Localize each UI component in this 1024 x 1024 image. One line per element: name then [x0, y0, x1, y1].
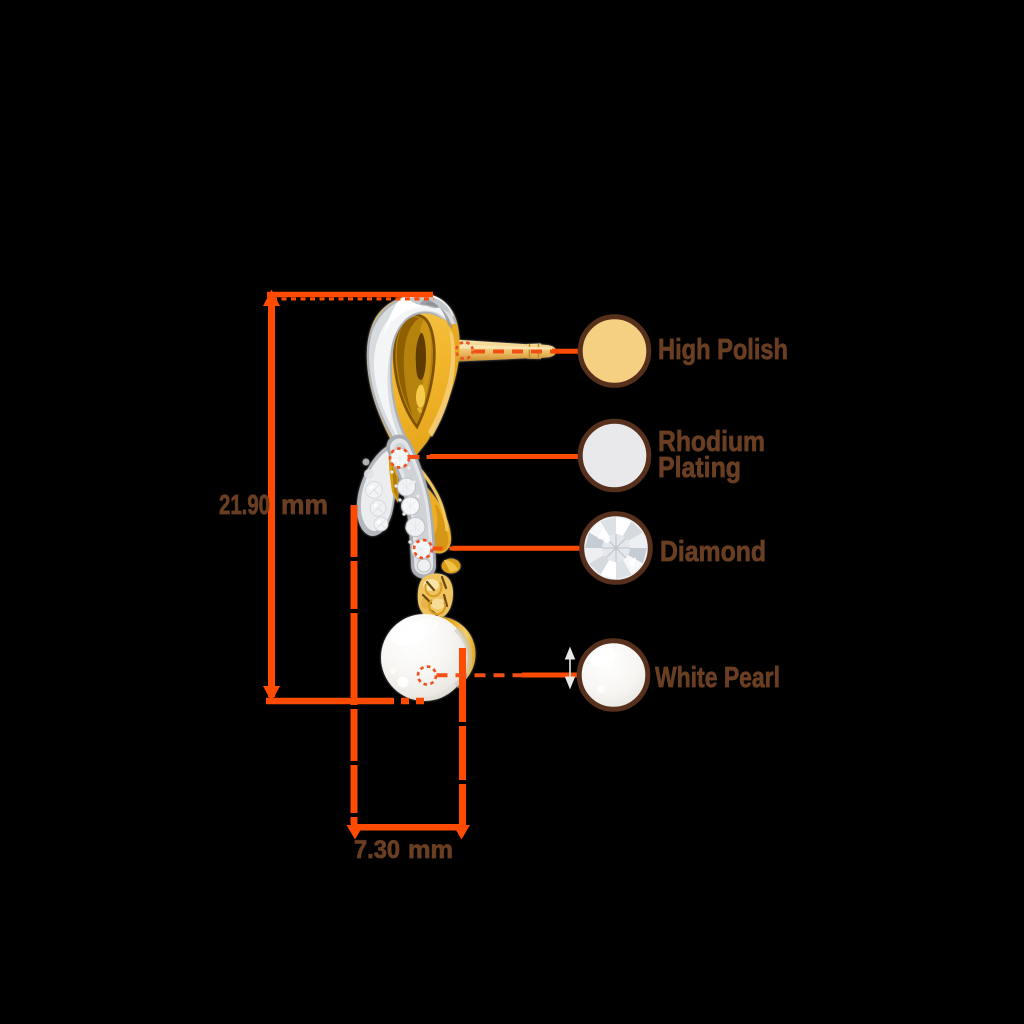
svg-text:White Pearl: White Pearl [655, 662, 780, 694]
svg-text:mm: mm [408, 836, 453, 864]
svg-text:Plating: Plating [658, 452, 741, 484]
svg-text:7.30: 7.30 [354, 836, 400, 864]
svg-text:High Polish: High Polish [658, 334, 788, 366]
svg-text:Diamond: Diamond [660, 536, 766, 568]
svg-text:mm: mm [281, 489, 328, 520]
svg-text:Rhodium: Rhodium [658, 426, 765, 458]
svg-text:21.90: 21.90 [219, 489, 270, 520]
